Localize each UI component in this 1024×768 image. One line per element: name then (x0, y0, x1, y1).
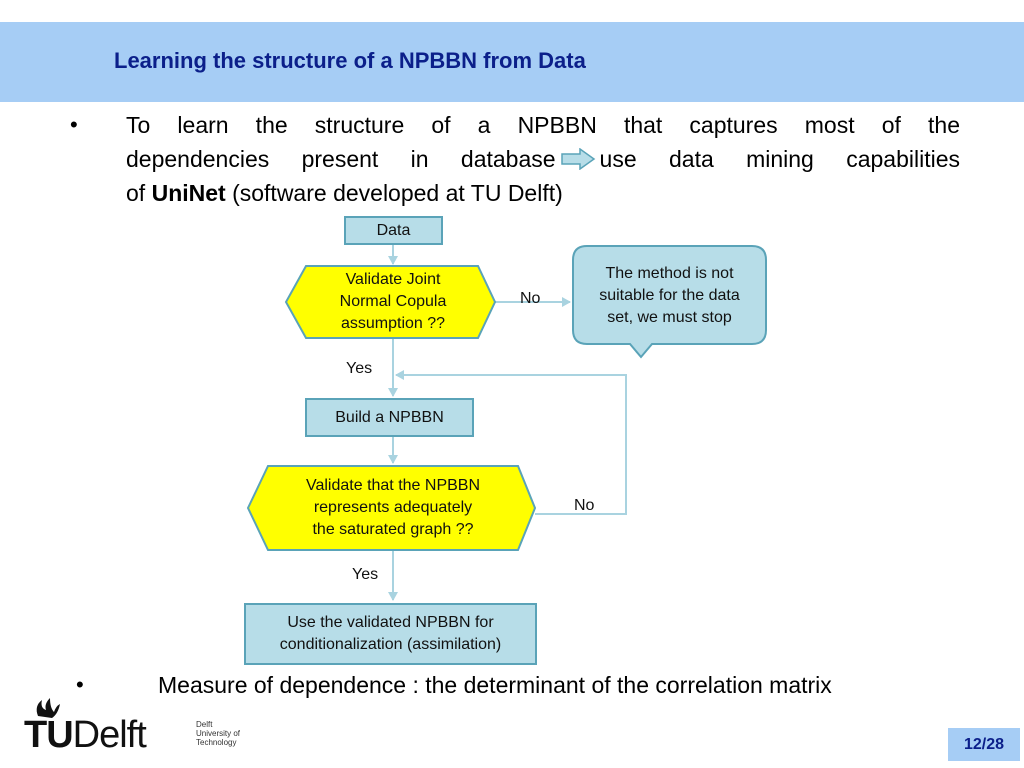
stop-line-2: suitable for the data (599, 287, 740, 304)
bullet-1-line-2b: use data mining capabilities (599, 146, 960, 172)
validate-npbbn-line-2: represents adequately (313, 499, 473, 516)
stop-callout (572, 245, 767, 359)
bullet-1-line-2: dependencies present in database use data… (126, 142, 960, 176)
build-label: Build a NPBBN (335, 408, 444, 426)
right-arrow-icon (560, 148, 595, 170)
stop-line-3: set, we must stop (607, 309, 732, 326)
bullet-marker: • (70, 112, 78, 137)
yes-label-1: Yes (346, 360, 373, 377)
use-line-1: Use the validated NPBBN for (287, 614, 494, 631)
no-label-1: No (520, 290, 541, 307)
arrow-no-loop-back (395, 370, 627, 515)
validate-npbbn-line-1: Validate that the NPBBN (305, 477, 481, 494)
validate-npbbn-decision (246, 465, 537, 551)
use-box (244, 603, 537, 665)
yes-label-2: Yes (352, 566, 379, 583)
data-box (344, 216, 443, 245)
tu-delft-logo: TUDelft Delft University of Technology (24, 696, 264, 756)
validate-copula-decision (284, 265, 497, 339)
validate-copula-line-2: Normal Copula (339, 293, 447, 310)
flame-icon (36, 698, 60, 718)
bullet-text-1: To learn the structure of a NPBBN that c… (126, 108, 960, 210)
validate-copula-label: Validate Joint Normal Copula assumption … (300, 268, 486, 336)
page-number: 12/28 (948, 728, 1020, 761)
slide-title: Learning the structure of a NPBBN from D… (114, 48, 586, 73)
stop-line-1: The method is not (605, 265, 734, 282)
validate-copula-line-3: assumption ?? (340, 315, 446, 332)
validate-npbbn-line-3: the saturated graph ?? (312, 521, 474, 538)
validate-copula-line-1: Validate Joint (345, 271, 441, 288)
bullet-1-line-3: of UniNet (software developed at TU Delf… (126, 176, 960, 210)
logo-tagline: Delft University of Technology (196, 720, 240, 747)
title-bar (0, 22, 1024, 102)
logo-delft: Delft (72, 714, 147, 756)
use-line-2: conditionalization (assimilation) (279, 636, 502, 653)
logo-tu: TU (24, 714, 74, 756)
bullet-marker-2: • (76, 672, 84, 697)
use-label: Use the validated NPBBN for conditionali… (245, 604, 536, 664)
data-label: Data (376, 221, 411, 239)
bullet-text-2: Measure of dependence : the determinant … (158, 672, 832, 698)
bullet-1-line-2a: dependencies present in database (126, 146, 556, 172)
logo-tagline-3: Technology (196, 738, 237, 747)
logo-tagline-1: Delft (196, 720, 213, 729)
logo-tagline-2: University of (196, 729, 241, 738)
no-label-2: No (574, 497, 595, 514)
uninet-name: UniNet (151, 180, 226, 206)
bullet-1-line-3b: (software developed at TU Delft) (225, 180, 563, 206)
bullet-1-line-3a: of (126, 180, 152, 206)
build-box (305, 398, 474, 437)
stop-label: The method is not suitable for the data … (575, 250, 764, 342)
validate-npbbn-label: Validate that the NPBBN represents adequ… (262, 468, 524, 548)
bullet-1-line-1: To learn the structure of a NPBBN that c… (126, 112, 960, 138)
logo-wordmark: TUDelft (24, 714, 147, 756)
